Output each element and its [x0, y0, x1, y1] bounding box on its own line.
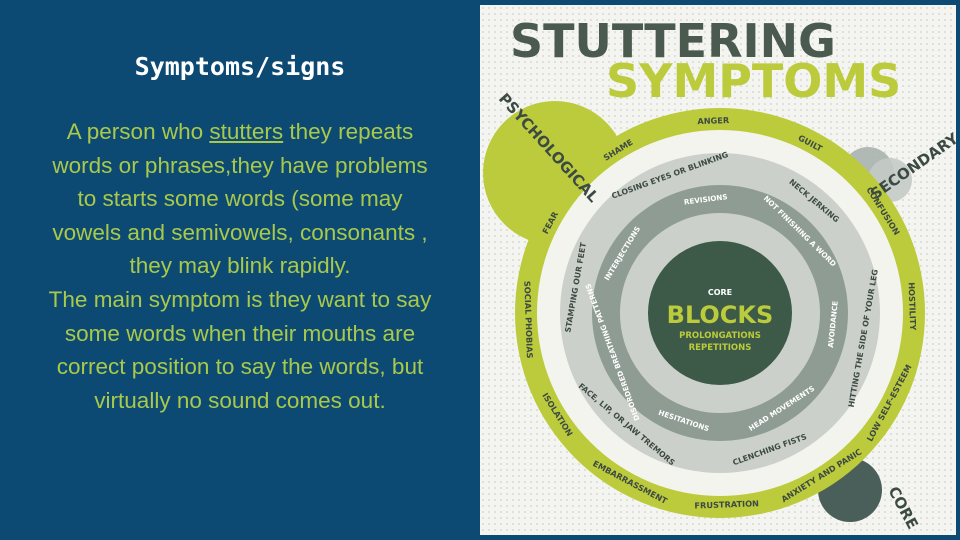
- poster-graphic: STUTTERING SYMPTOMS PSYCHOLOGICAL SECOND…: [480, 5, 956, 535]
- core-center-label: CORE: [708, 288, 732, 297]
- body-text-after-link: they repeats words or phrases,they have …: [52, 119, 428, 279]
- outer-ring-label: SOCIAL PHOBIAS: [522, 281, 535, 359]
- core-circle: [648, 241, 792, 385]
- stutters-link[interactable]: stutters: [209, 119, 284, 144]
- slide-body: A person who stutters they repeats words…: [40, 115, 440, 417]
- body-paragraph-1: A person who stutters they repeats words…: [40, 115, 440, 283]
- blocks-label: BLOCKS: [667, 301, 774, 329]
- outer-ring-label: FRUSTRATION: [694, 498, 759, 510]
- body-text-before-link: A person who: [66, 119, 210, 144]
- repetitions-label: REPETITIONS: [689, 343, 752, 353]
- outer-ring-label: ANGER: [697, 115, 730, 126]
- outer-ring-label: HOSTILITY: [907, 282, 919, 332]
- stuttering-symptoms-poster: STUTTERING SYMPTOMS PSYCHOLOGICAL SECOND…: [480, 5, 956, 535]
- body-paragraph-2: The main symptom is they want to say som…: [48, 286, 432, 413]
- poster-title-line1: STUTTERING: [510, 14, 836, 68]
- prolongations-label: PROLONGATIONS: [679, 331, 761, 341]
- slide-title: Symptoms/signs: [134, 52, 346, 81]
- poster-title-line2: SYMPTOMS: [606, 54, 901, 108]
